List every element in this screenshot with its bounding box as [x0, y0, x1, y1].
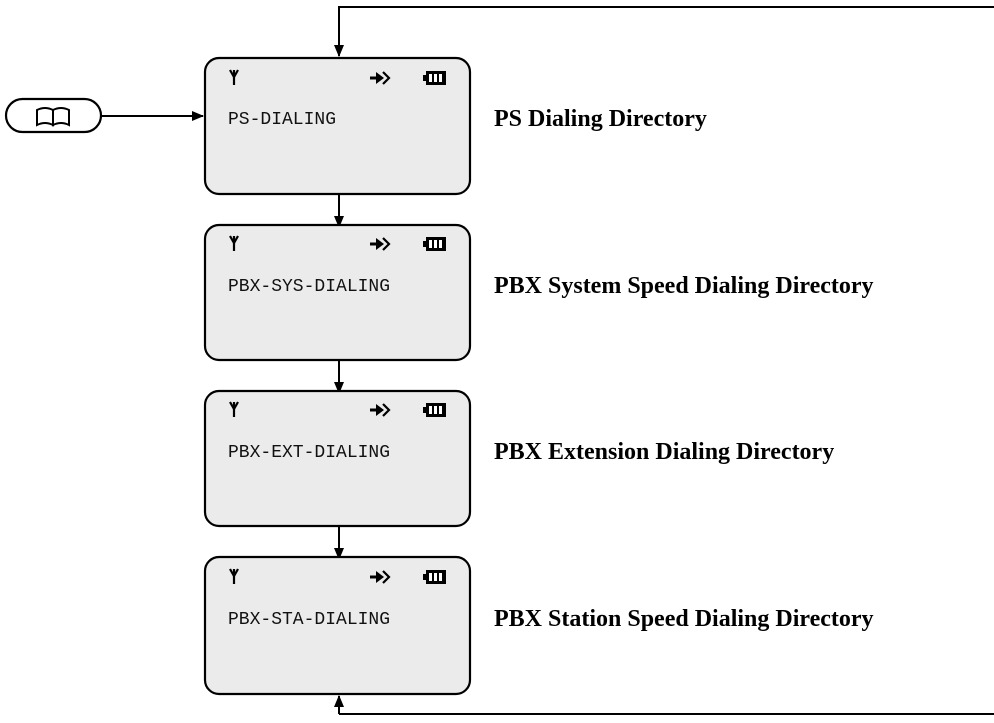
loop-connector [334, 6, 994, 57]
lcd-screen-pbx-ext: PBX-EXT-DIALING [203, 389, 472, 528]
battery-icon [423, 570, 446, 584]
screen-label: PS Dialing Directory [494, 106, 707, 132]
screen-display-text: PBX-EXT-DIALING [228, 443, 390, 463]
screen-display-text: PS-DIALING [228, 110, 336, 130]
lcd-screen-pbx-sta: PBX-STA-DIALING [203, 555, 472, 696]
open-book-icon [36, 107, 70, 127]
battery-icon [423, 403, 446, 417]
lcd-screen-ps: PS-DIALING [203, 56, 472, 196]
battery-icon [423, 71, 446, 85]
screen-label: PBX Station Speed Dialing Directory [494, 606, 874, 632]
screen-label: PBX Extension Dialing Directory [494, 439, 834, 465]
battery-icon [423, 237, 446, 251]
screen-label: PBX System Speed Dialing Directory [494, 273, 874, 299]
screen-display-text: PBX-SYS-DIALING [228, 277, 390, 297]
screen-display-text: PBX-STA-DIALING [228, 610, 390, 630]
directory-button[interactable] [4, 97, 103, 134]
lcd-screen-pbx-sys: PBX-SYS-DIALING [203, 223, 472, 362]
